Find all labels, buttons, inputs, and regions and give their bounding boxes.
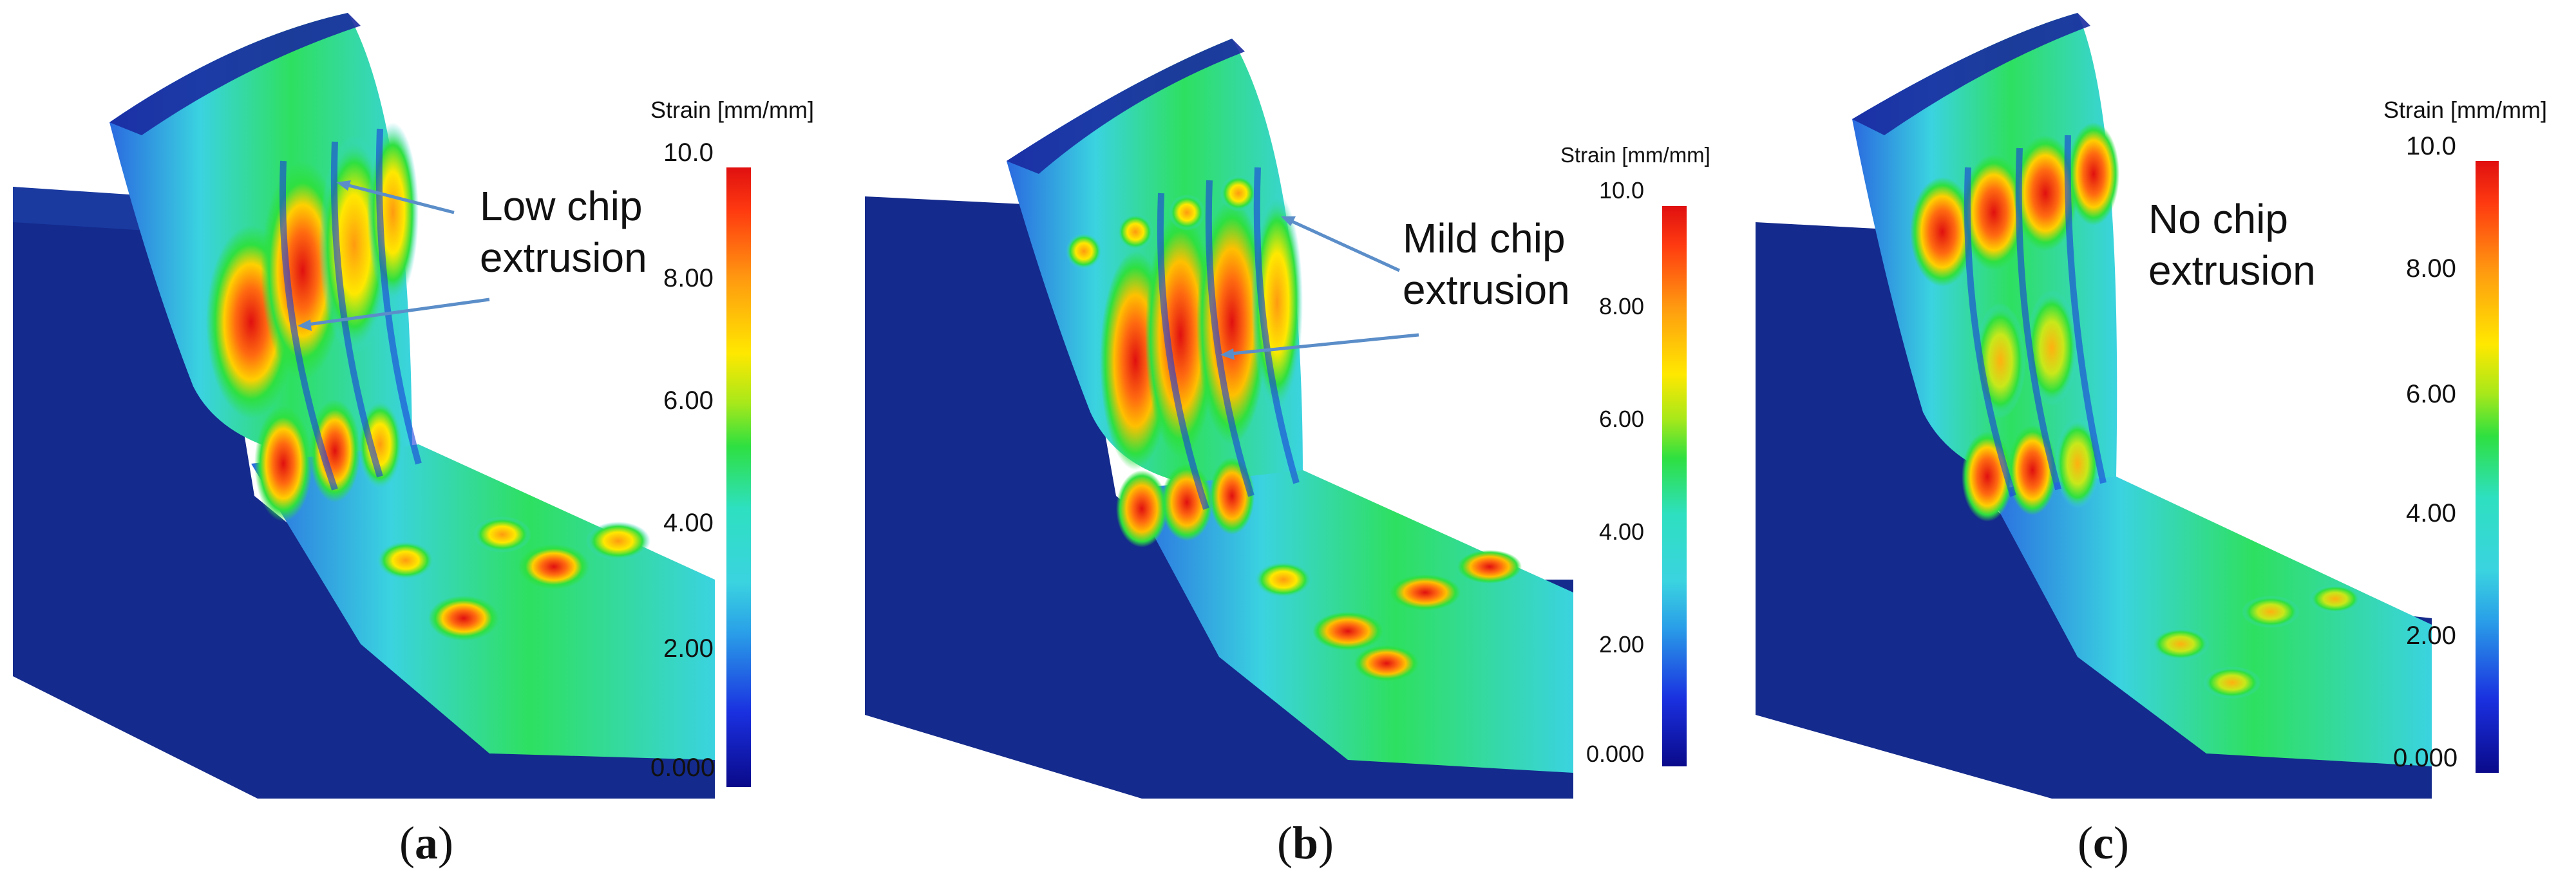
annotation-line: extrusion — [480, 234, 647, 281]
strain-plot-b — [865, 39, 1687, 799]
strain-plot-a — [13, 13, 751, 799]
colorbar-tick: 4.00 — [1599, 518, 1645, 545]
caption-c: (c) — [2078, 817, 2129, 869]
annotation-line: extrusion — [2148, 247, 2316, 294]
colorbar-tick: 10.0 — [663, 138, 714, 167]
colorbar-tick: 2.00 — [2406, 621, 2456, 650]
colorbar-tick: 4.00 — [663, 509, 714, 537]
annotation-c: No chip extrusion — [2148, 193, 2316, 296]
arrow-mild-1 — [1285, 217, 1401, 272]
annotation-line: No chip — [2148, 196, 2288, 242]
colorbar-title: Strain [mm/mm] — [1560, 143, 1710, 167]
annotation-b: Mild chip extrusion — [1403, 213, 1570, 316]
arrow-mild-2 — [1225, 333, 1419, 356]
colorbar-tick: 2.00 — [663, 634, 714, 663]
caption-a: (a) — [399, 817, 453, 869]
colorbar-tick: 10.0 — [2406, 132, 2456, 160]
annotation-a: Low chip extrusion — [480, 180, 647, 283]
colorbar-tick: 2.00 — [1599, 631, 1645, 658]
colorbar-tick: 8.00 — [2406, 254, 2456, 283]
colorbar-title: Strain [mm/mm] — [650, 97, 815, 123]
colorbar-tick: 6.00 — [663, 386, 714, 415]
colorbar-tick: 0.000 — [2393, 744, 2458, 772]
arrow-low-2 — [302, 298, 490, 327]
colorbar-c — [2476, 161, 2499, 773]
caption-b: (b) — [1277, 817, 1334, 869]
colorbar-tick: 4.00 — [2406, 499, 2456, 527]
annotation-line: Low chip — [480, 183, 643, 229]
colorbar-tick: 0.000 — [650, 753, 715, 782]
colorbar-title: Strain [mm/mm] — [2383, 97, 2548, 123]
colorbar-tick: 6.00 — [1599, 406, 1645, 432]
annotation-line: Mild chip — [1403, 215, 1566, 261]
rake-surface — [1987, 477, 2432, 766]
annotation-line: extrusion — [1403, 267, 1570, 313]
colorbar-tick: 8.00 — [663, 264, 714, 292]
colorbar-tick: 0.000 — [1586, 741, 1645, 767]
colorbar-tick: 8.00 — [1599, 293, 1645, 319]
strain-plot-c — [1756, 13, 2499, 799]
colorbar-a — [726, 167, 751, 787]
colorbar-tick: 10.0 — [1599, 177, 1645, 204]
colorbar-b — [1662, 206, 1687, 766]
colorbar-tick: 6.00 — [2406, 380, 2456, 408]
arrow-low-1 — [341, 182, 455, 214]
